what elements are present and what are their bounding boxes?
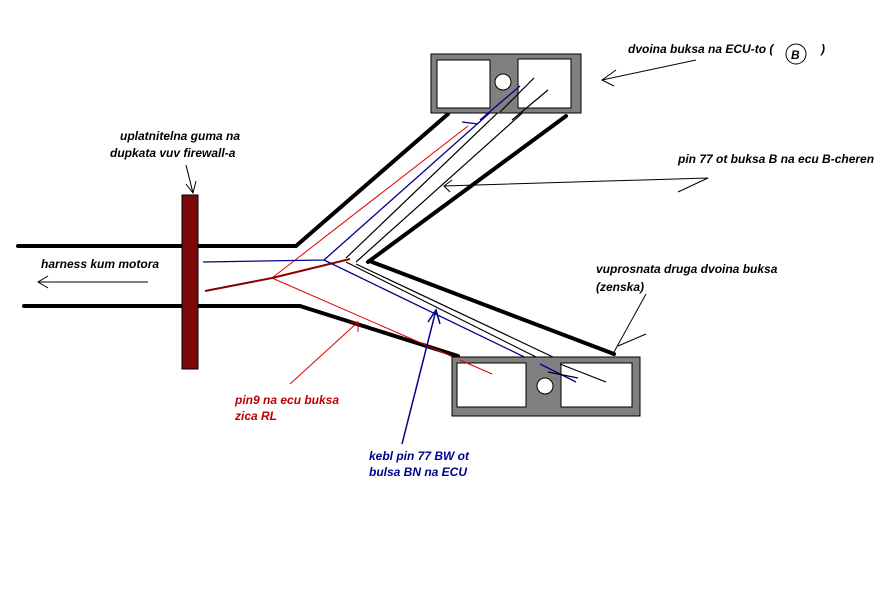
label-pin9-line1: pin9 na ecu buksa [234, 393, 339, 407]
arrow-grommet [185, 164, 194, 194]
label-connector-bottom-line2: (zenska) [596, 280, 644, 294]
connector-female-bottom-hole [536, 377, 554, 395]
black-wire-end-bottom-2 [547, 371, 579, 379]
label-connector-top-close: ) [819, 42, 825, 56]
leader-pin77-b [443, 177, 709, 193]
firewall-grommet [181, 194, 199, 370]
arrow-connector-top-head [601, 69, 617, 87]
red-wire-top [271, 125, 469, 279]
leader-female-tail [617, 333, 647, 347]
leader-pin9-head [350, 321, 359, 332]
branch-top-lower-edge [366, 114, 568, 264]
leader-pin9 [289, 321, 359, 385]
arrow-connector-top [601, 59, 697, 81]
leader-female [613, 293, 647, 353]
wire-ends [459, 77, 607, 383]
branch-bottom-upper-edge [370, 260, 616, 356]
black-wire-end-top-1 [499, 77, 535, 113]
blue-wire-end-bottom [539, 363, 577, 383]
label-grommet-line1: uplatnitelna guma na [120, 129, 240, 143]
connector-female-bottom-slot-left [456, 362, 527, 408]
dark-red-wire [204, 258, 351, 292]
connector-ecu-top-slot-right [517, 58, 572, 109]
label-pin77-bw-line2: bulsa BN na ECU [369, 465, 467, 479]
connector-ecu-top-hole [494, 73, 512, 91]
black-wire-top-2 [355, 89, 549, 263]
label-pin9-line2: zica RL [234, 409, 277, 423]
blue-wire [202, 85, 577, 383]
label-connector-bottom-line1: vuprosnata druga dvoina buksa [596, 262, 778, 276]
arrow-harness-head [37, 275, 49, 289]
label-pin77-b: pin 77 ot buksa B na ecu B-cheren [677, 152, 874, 166]
red-wire-end-bottom [459, 359, 493, 375]
label-harness: harness kum motora [41, 257, 159, 271]
leader-pin77-bw [401, 309, 437, 445]
connector-ecu-top[interactable] [430, 53, 582, 114]
leader-pin77-bw-head [427, 308, 441, 325]
blue-wire-end-top [479, 85, 521, 121]
label-b-letter: B [791, 48, 800, 62]
arrow-grommet-head [185, 180, 197, 195]
label-pin77-bw-line1: kebl pin 77 BW ot [369, 449, 470, 463]
label-connector-top: dvoina buksa na ECU-to ( [628, 42, 775, 56]
black-wire-end-top-2 [511, 89, 549, 121]
connector-female-bottom[interactable] [451, 356, 641, 417]
connector-ecu-top-slot-left [436, 59, 491, 109]
connector-female-bottom-slot-right [560, 362, 633, 408]
label-b-circle [785, 43, 807, 65]
black-wire-end-bottom-1 [559, 363, 607, 383]
harness-outline [16, 112, 616, 358]
branch-top-upper-edge [294, 112, 450, 248]
blue-wire-short [461, 121, 479, 125]
label-grommet-line2: dupkata vuv firewall-a [110, 146, 236, 160]
leader-pin77-b-head [443, 179, 453, 193]
annotation-leaders [37, 59, 709, 445]
